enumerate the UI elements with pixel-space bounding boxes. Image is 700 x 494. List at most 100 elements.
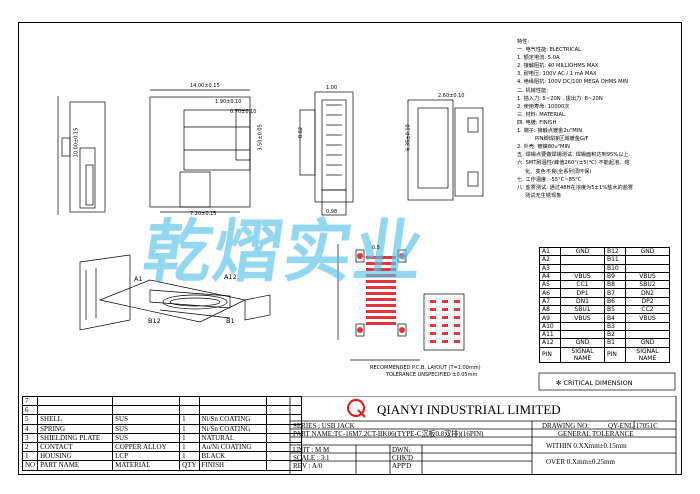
spec-line: 2. 外壳: 镀镍80u"MIN [517,144,570,151]
unit: UNIT : M M [293,446,330,454]
pin-cell: A11 [539,329,561,340]
dimension-label: 14.00±0.15 [190,83,220,89]
pin-cell: A12 [539,338,561,348]
critical-dimension-box [538,372,676,391]
tolerance-note: TOLERANCE UNSPECIFIED ±0.05mm [386,372,478,378]
spec-line: PIN脚焊接区域镀金G/F [535,136,589,143]
bom-cell: NO [21,460,39,471]
pin-cell: A1 [539,246,561,257]
scale: SCALE : 3:1 [293,454,330,462]
general-tolerance: GENERAL TOLERANCE [558,430,634,438]
dimension-label: 1.90±0.10 [215,99,242,105]
signal-cell [560,263,605,273]
pin-label-b12: B12 [148,317,161,325]
pin-cell: A4 [539,271,561,282]
specifications: 特性: 一. 电气性能: ELECTRICAL 1. 额定电流: 5.0A 2.… [517,38,677,200]
signal-cell: GND [625,338,670,348]
pin-cell: B4 [604,313,626,323]
signal-cell: GND [625,246,670,257]
signal-cell [625,329,670,340]
pcb-layout [337,244,465,361]
signal-cell: CC1 [560,280,605,290]
spec-line: 2. 使用寿命: 10000次 [517,103,570,110]
signal-cell [625,263,670,273]
drawing-sheet-border [18,22,682,475]
spec-line: 1. 插入力: 5~20N , 拔出力: 8~20N [517,95,603,102]
company-name: QIANYI INDUSTRIAL LIMITED [377,402,561,417]
pin-label-a1: A1 [134,275,143,283]
dimension-label: 10.00±0.15 [73,127,80,158]
signal-cell: SBU1 [560,305,605,315]
spec-line: 3. 耐电压: 100V AC / 1 mA MAX [517,71,597,78]
pin-cell: A2 [539,255,561,265]
spec-line: 三. 材料: MATERIAL [517,111,565,118]
company-watermark: 乾熠实业 [138,213,430,292]
header-cell: SIGNAL NAME [560,346,605,363]
dimension-label: 8.62 [298,126,305,139]
side-view [57,96,106,215]
spec-line: 4. 绝缘阻抗: 100V DC/100 MEGA OHMS MIN [517,79,629,86]
signal-cell [625,255,670,265]
pin-cell: B2 [604,329,626,340]
pin-cell: B10 [604,263,626,273]
dimension-label: 3.50±0.05 [257,124,264,151]
critical-dimension-note: ✻ CRITICAL DIMENSION [556,379,633,387]
signal-cell: DP1 [560,288,605,298]
pin-table-row: A11 B2 [539,329,670,340]
signal-cell: DP2 [625,296,670,307]
bom-cell: QTY [179,460,200,471]
pin-cell: A10 [539,321,561,331]
pin-cell: B3 [604,321,626,331]
drawing-no-label: DRAWING NO: [542,422,590,430]
spec-line: 2. 接触阻抗: 40 MILLIOHMS MAX [517,63,599,70]
spec-line: 八. 盐雾测试: 通过48H在浓度为5±1%盐水的盐雾 [517,184,634,191]
pcb-pads [357,253,405,333]
spec-line: 化、变色不良(全系列须环保) [525,168,592,175]
dimension-label: 1.00 [326,85,338,91]
logo-q [346,398,366,418]
spec-line: 六. SMT耐温性(峰值260°(±5)°C) 不能起泡、熔 [517,160,630,167]
approved-by-label: APP'D [392,462,412,470]
drawing-no: QY-ENL-17051C [608,422,658,430]
dimension-label: 2.60±0.10 [438,93,465,99]
spec-line: 测试无生锈现象 [525,192,562,199]
dimension-label: 7.20±0.15 [190,211,217,217]
checked-by-label: CHK'D [392,454,414,462]
pin-cell: B7 [604,288,626,298]
tolerance-within: WITHIN 0.XXmm±0.15mm [546,442,627,450]
signal-cell: VBUS [560,313,605,323]
pin-cell: A7 [539,296,561,307]
pin-cell: B6 [604,296,626,307]
signal-cell: GND [560,246,605,257]
pin-table-row: A2 B11 [539,255,670,265]
dimension-label: 0.70±0.10 [230,109,257,115]
dimension-label: 0.98 [326,209,338,215]
signal-cell: VBUS [625,271,670,282]
pin-cell: B11 [604,255,626,265]
signal-cell [625,321,670,331]
drawn-by-label: DWN. [392,446,411,454]
revision: REV : A/0 [293,462,323,470]
pin-table-row: A10 B3 [539,321,670,331]
top-view [149,89,251,213]
right-side-view [407,99,484,201]
signal-cell: VBUS [625,313,670,323]
header-cell: PIN [539,346,561,363]
spec-line: 二. 机械性能: [517,87,548,94]
pin-cell: A6 [539,288,561,298]
spec-line: 1. 端子: 接触点镀金2u"MIN [517,128,583,135]
signal-cell: DN1 [560,296,605,307]
signal-cell: DN2 [625,288,670,298]
front-view [299,91,354,216]
signal-cell: CC2 [625,305,670,315]
pcb-pad-grid [430,300,460,343]
